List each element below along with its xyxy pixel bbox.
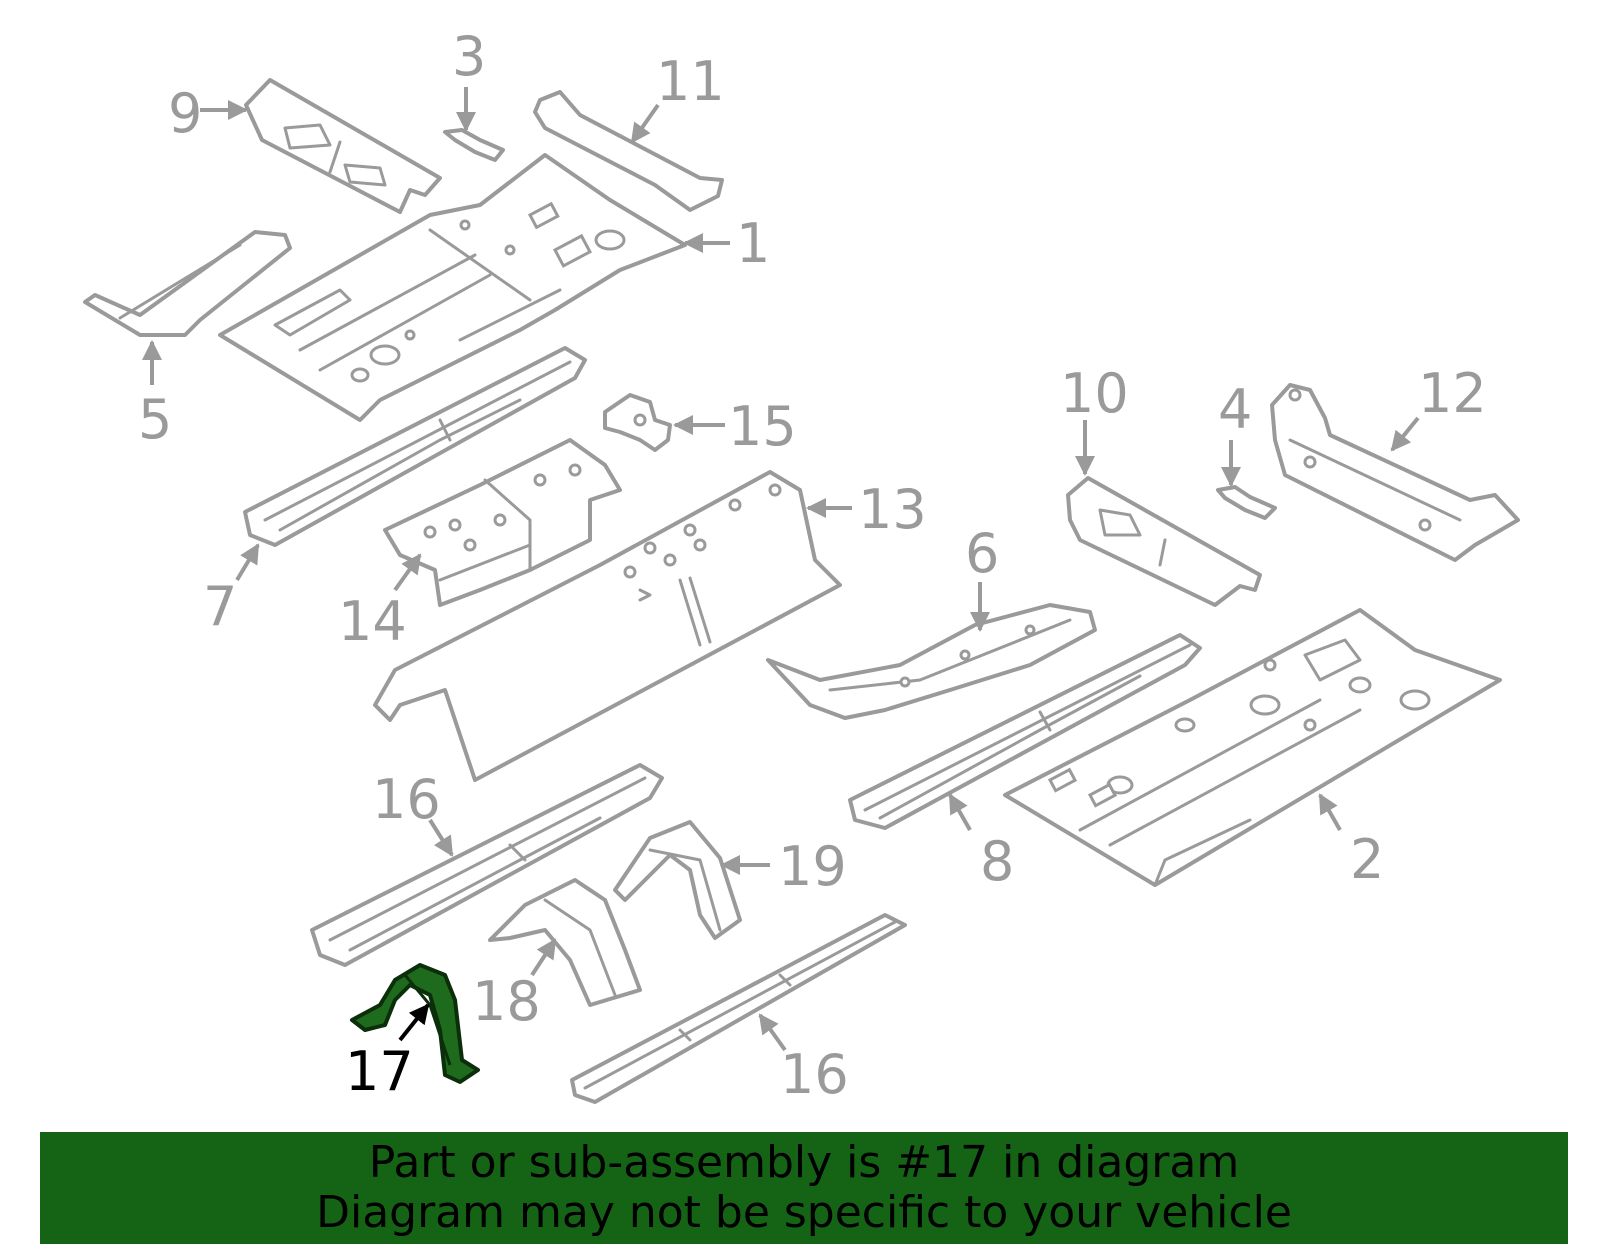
callout-1: 1 [736,212,770,275]
callout-17: 17 [345,1040,414,1103]
callout-labels: 9 3 11 1 5 15 7 14 13 6 10 4 12 16 8 2 1… [138,25,1487,1106]
part-15-bracket [603,393,672,452]
callout-2: 2 [1350,828,1384,891]
callout-16-upper: 16 [372,768,441,831]
part-2-floor-panel [1003,608,1502,887]
banner-line-1: Part or sub-assembly is #17 in diagram [368,1137,1240,1188]
part-9-bracket [244,78,442,214]
part-16-rail-upper [310,763,664,967]
callout-6: 6 [965,522,999,585]
callout-10: 10 [1060,362,1129,425]
part-17-highlighted [350,963,480,1084]
callout-5: 5 [138,388,172,451]
callout-15: 15 [728,395,797,458]
part-4-plate [1216,485,1277,520]
callout-19: 19 [778,835,847,898]
part-19-reinforcement [613,820,742,940]
part-5-member [83,230,292,337]
callout-13: 13 [858,478,927,541]
part-6-member [766,603,1097,720]
part-12-member [1270,383,1520,562]
part-8-rail [848,633,1202,830]
callout-4: 4 [1218,378,1252,441]
callout-7: 7 [203,575,237,638]
callout-12: 12 [1418,362,1487,425]
callout-16-lower: 16 [780,1043,849,1106]
leader-lines [142,87,1420,1052]
callout-18: 18 [472,970,541,1033]
part-1-floor-panel [218,153,687,422]
part-18-reinforcement [488,878,642,1007]
callout-8: 8 [980,830,1014,893]
callout-3: 3 [452,25,486,88]
callout-14: 14 [338,590,407,653]
part-16-rail-lower [570,913,907,1104]
callout-11: 11 [656,50,725,113]
part-11-rail [533,90,724,212]
info-banner: Part or sub-assembly is #17 in diagram D… [40,1132,1568,1244]
part-3-plate [443,128,505,162]
banner-line-2: Diagram may not be specific to your vehi… [316,1187,1292,1238]
callout-9: 9 [168,82,202,145]
part-7-rail [243,346,587,547]
part-13-panel [373,470,842,782]
part-10-bracket [1066,476,1262,607]
part-14-crossmember [383,438,622,607]
